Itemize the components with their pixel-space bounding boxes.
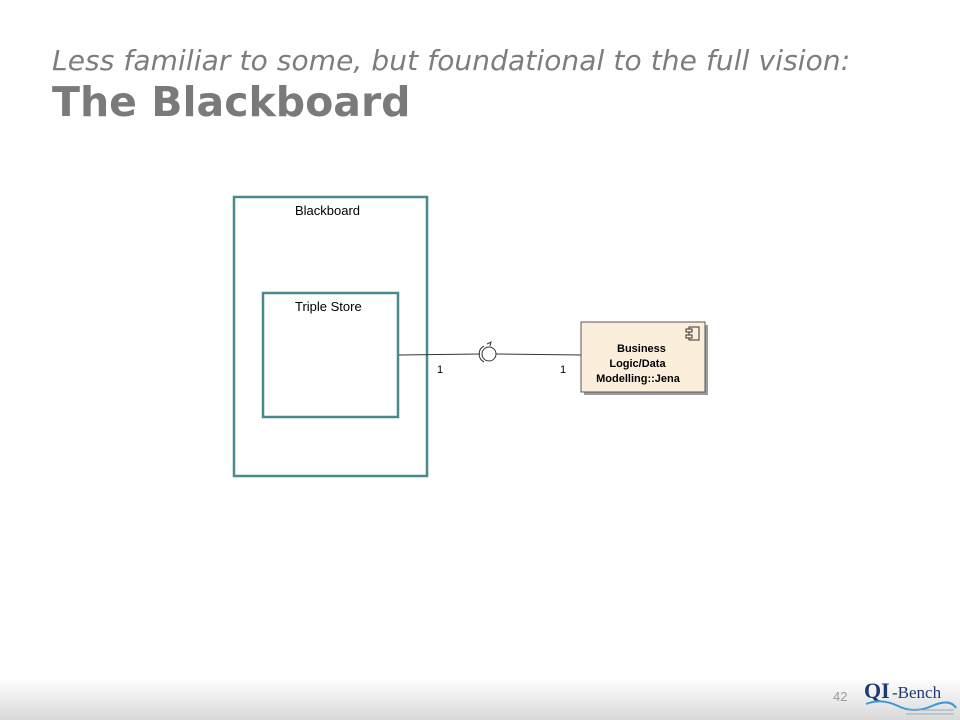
component-label-line-2: Logic/Data: [609, 358, 666, 370]
logo-qi: QI: [864, 678, 890, 703]
triple-store-label: Triple Store: [295, 299, 362, 314]
component-label-line-1: Business: [617, 343, 666, 355]
uml-component-icon: [685, 326, 700, 341]
blackboard-label: Blackboard: [295, 203, 360, 218]
connector-left: [398, 353, 481, 356]
logo-bench: -Bench: [892, 683, 942, 702]
blackboard-box: [232, 195, 429, 478]
socket-hook-icon: [486, 341, 492, 347]
slide-subtitle: Less familiar to some, but foundational …: [52, 44, 851, 77]
slide-title: The Blackboard: [52, 78, 411, 126]
component-label-line-3: Modelling::Jena: [596, 373, 681, 385]
connector-right: [495, 353, 582, 356]
right-multiplicity: 1: [560, 364, 566, 376]
interface-lollipop-icon: [481, 346, 497, 362]
component-label: Business Logic/Data Modelling::Jena: [596, 343, 681, 385]
footer-bar: [0, 678, 960, 720]
qi-bench-logo: QI -Bench: [864, 678, 957, 715]
left-multiplicity: 1: [437, 364, 443, 376]
page-number: 42: [833, 689, 848, 704]
component-box: [580, 321, 706, 393]
interface-socket-icon: [478, 345, 485, 363]
triple-store-box: [261, 291, 400, 419]
